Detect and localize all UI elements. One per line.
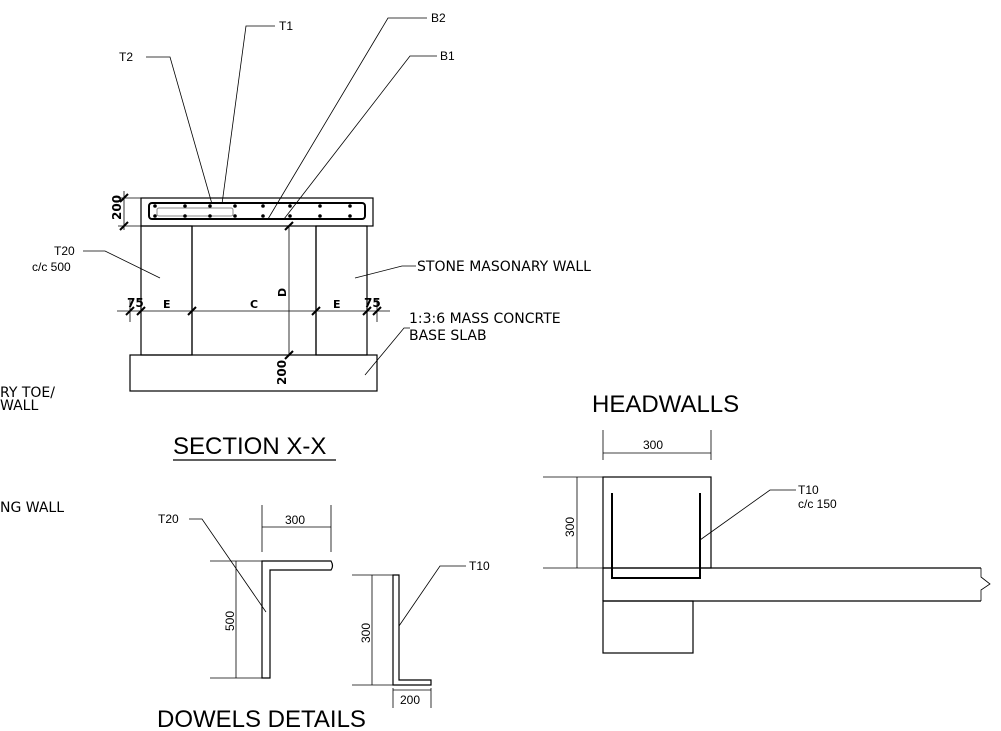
label-base-slab-2: BASE SLAB [409, 328, 487, 344]
headwall-rebar [611, 493, 701, 579]
leader-t20 [83, 250, 161, 279]
dowel-t20-bar [261, 560, 334, 679]
dim-c: C [250, 298, 258, 311]
headwalls-dim-height: 300 [563, 517, 577, 537]
rebar-dots [153, 204, 352, 218]
break-line [980, 568, 991, 601]
headwall-block [602, 476, 712, 569]
dim-base: 200 [275, 360, 289, 385]
fragment-text-2: WALL [0, 398, 38, 414]
leader-headwall-t10 [699, 489, 796, 541]
dim-d: D [276, 288, 289, 297]
dim-75-right: 75 [364, 296, 381, 310]
headwalls-dim-width: 300 [643, 438, 663, 452]
leader-t2 [146, 56, 213, 205]
top-slab [140, 197, 374, 227]
dowels-title: DOWELS DETAILS [157, 706, 366, 731]
dowel-dim-300-side: 300 [359, 623, 373, 643]
dowel-dim-300-top: 300 [285, 513, 305, 527]
label-base-slab-1: 1:3:6 MASS CONCRTE [409, 311, 561, 327]
leader-stone-wall [354, 265, 416, 279]
dowels-detail: 300 500 T20 300 200 T10 DOWELS DETAILS [157, 505, 490, 731]
label-stone-wall: STONE MASONARY WALL [417, 259, 591, 275]
leader-t1 [221, 25, 275, 205]
label-b2: B2 [431, 11, 446, 25]
leader-dowel-t10 [398, 565, 466, 627]
leader-dowel-t20 [189, 518, 267, 613]
headwall-stone-base [602, 600, 694, 654]
leader-base-slab [364, 327, 410, 376]
label-b1: B1 [440, 49, 455, 63]
fragment-text-3: NG WALL [0, 500, 64, 516]
label-t1: T1 [279, 19, 293, 33]
dowel-dim-500: 500 [223, 611, 237, 631]
headwalls-detail: HEADWALLS 300 300 T10 c/c 150 [543, 391, 991, 654]
dim-top-slab: 200 [110, 195, 124, 220]
dowel-dim-200: 200 [400, 693, 420, 707]
label-dowel-t10: T10 [469, 559, 490, 573]
fragment-text-1: RY TOE/ [0, 385, 55, 401]
leader-b1 [283, 55, 437, 220]
section-title: SECTION X-X [173, 433, 326, 460]
right-stone-wall [315, 225, 368, 356]
base-slab [129, 354, 378, 392]
dim-e-right: E [333, 298, 341, 311]
label-t2: T2 [119, 50, 133, 64]
label-t20-spacing: c/c 500 [32, 260, 71, 274]
label-headwall-t10-spacing: c/c 150 [798, 497, 837, 511]
slab-reinforcement [148, 202, 366, 220]
headwalls-title: HEADWALLS [592, 391, 739, 418]
label-headwall-t10: T10 [798, 483, 819, 497]
label-t20: T20 [54, 244, 75, 258]
dowel-t10-bar [392, 574, 432, 686]
dim-75-left: 75 [127, 296, 144, 310]
label-dowel-t20: T20 [158, 512, 179, 526]
left-stone-wall [140, 225, 193, 356]
section-x-x: 200 200 D 75 75 E E C T2 T1 B2 B1 T20 c/… [32, 11, 591, 461]
leader-b2 [267, 17, 427, 220]
dim-e-left: E [163, 298, 171, 311]
